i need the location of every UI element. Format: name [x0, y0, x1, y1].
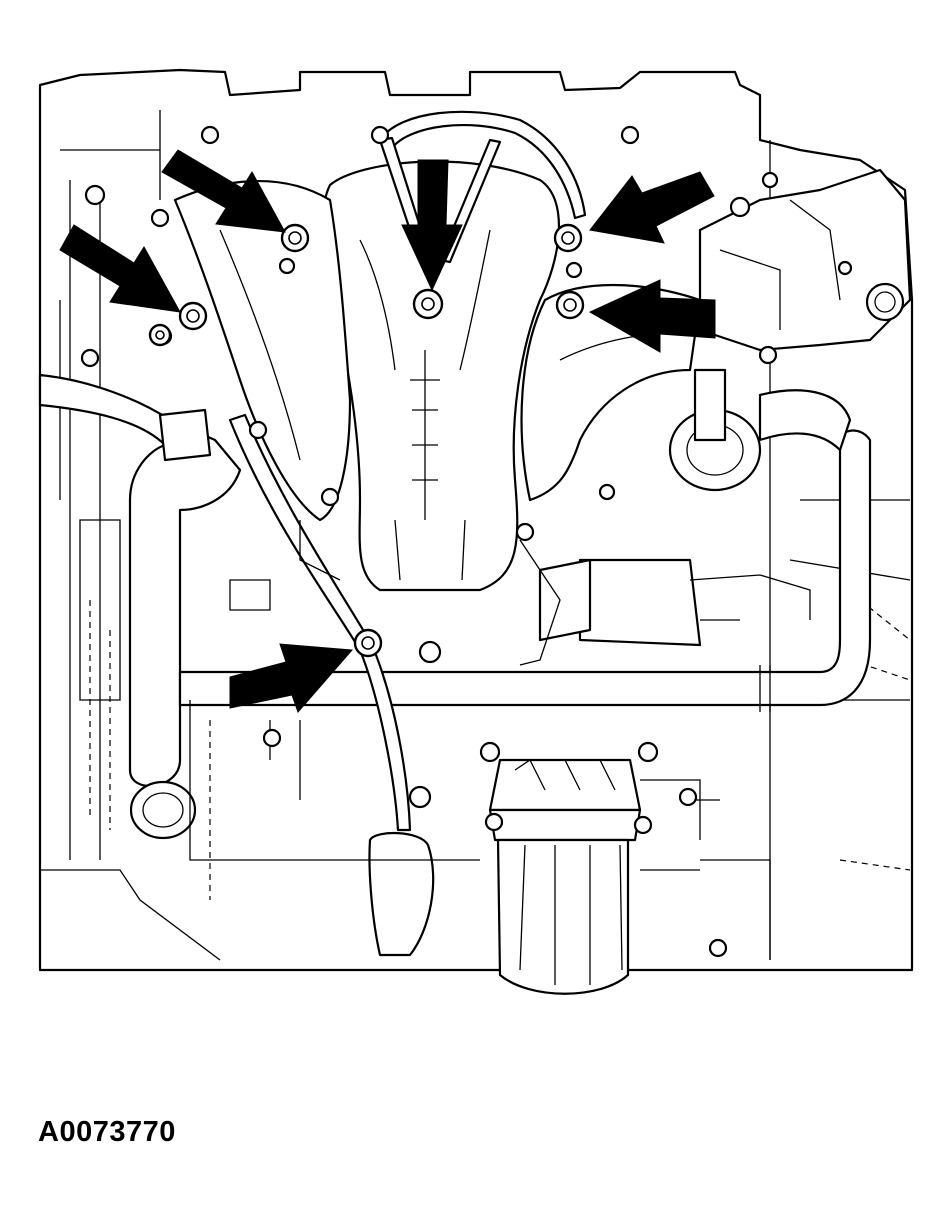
arrow-center-down	[401, 159, 463, 292]
arrow-upper-left	[161, 149, 286, 233]
oil-filter	[488, 758, 642, 995]
coolant-hose	[38, 373, 242, 840]
egr-valve	[668, 368, 852, 492]
arrow-lower-middle	[229, 643, 354, 713]
dipstick-tube	[228, 413, 435, 957]
arrow-right	[588, 279, 716, 353]
arrow-left	[59, 224, 181, 313]
figure-id-label: A0073770	[38, 1116, 176, 1148]
fastener-right-runner-upper	[553, 223, 583, 253]
indicator-arrows	[59, 149, 716, 713]
highlighted-fasteners	[148, 223, 585, 658]
fastener-left-runner-lower	[178, 301, 208, 331]
solenoid-block	[519, 539, 811, 666]
throttle-body	[698, 168, 912, 352]
fastener-dipstick-bracket	[353, 628, 383, 658]
left-intake-runners	[173, 179, 352, 522]
arrow-upper-right	[589, 171, 715, 244]
fastener-right-runner-lower	[555, 290, 585, 320]
fastener-left-stud	[148, 323, 172, 347]
fastener-left-runner-upper	[280, 223, 310, 253]
fastener-center-manifold	[412, 288, 444, 320]
